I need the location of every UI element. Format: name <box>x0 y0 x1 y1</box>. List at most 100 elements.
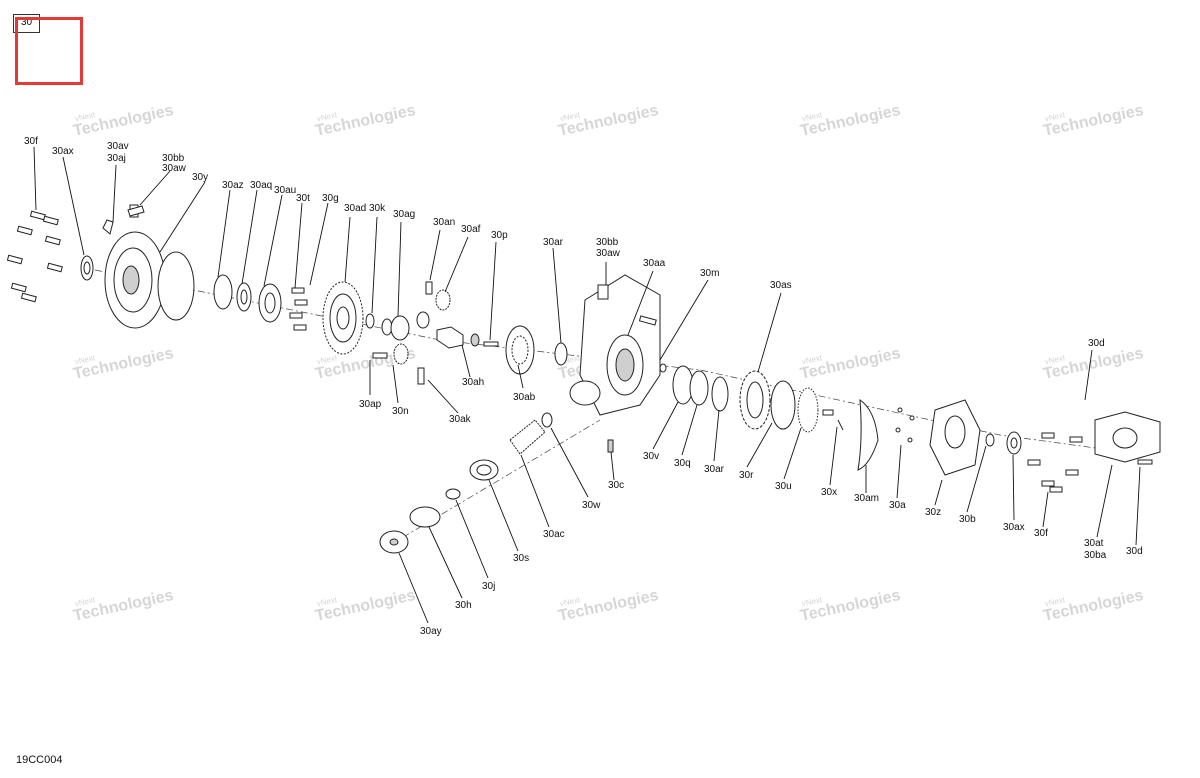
callout-30n[interactable]: 30n <box>392 406 409 417</box>
callout-30ab[interactable]: 30ab <box>513 392 536 403</box>
svg-text:vNext: vNext <box>316 595 339 608</box>
main-housing <box>569 274 661 453</box>
bolt-group-right <box>1027 432 1083 493</box>
callout-30bb-mid[interactable]: 30bb <box>596 237 619 248</box>
callout-30bb-left[interactable]: 30bb <box>162 153 185 164</box>
callout-30p[interactable]: 30p <box>491 230 508 241</box>
right-cover <box>929 399 1022 476</box>
callout-30w[interactable]: 30w <box>582 500 601 511</box>
callout-30av[interactable]: 30av <box>107 141 129 152</box>
callout-30r[interactable]: 30r <box>739 470 754 481</box>
callout-30ak[interactable]: 30ak <box>449 414 472 425</box>
callout-30ar-bottom[interactable]: 30ar <box>704 464 725 475</box>
callout-30aj[interactable]: 30aj <box>107 153 126 164</box>
pinion-shaft-assembly <box>379 412 553 554</box>
svg-text:vNext: vNext <box>559 110 582 123</box>
callout-30at[interactable]: 30at <box>1084 538 1104 549</box>
callout-30ax-left[interactable]: 30ax <box>52 146 74 157</box>
callout-30ag[interactable]: 30ag <box>393 209 415 220</box>
svg-text:vNext: vNext <box>316 353 339 366</box>
actuator <box>1094 411 1161 465</box>
callout-30c[interactable]: 30c <box>608 480 624 491</box>
callout-30ad[interactable]: 30ad <box>344 203 366 214</box>
callout-30ah[interactable]: 30ah <box>462 377 484 388</box>
callout-30k[interactable]: 30k <box>369 203 386 214</box>
svg-text:Technologies: Technologies <box>1042 102 1145 140</box>
callout-30az[interactable]: 30az <box>222 180 244 191</box>
callout-30a[interactable]: 30a <box>889 500 906 511</box>
svg-text:Technologies: Technologies <box>557 102 660 140</box>
callout-30aw-mid[interactable]: 30aw <box>596 248 621 259</box>
svg-text:Technologies: Technologies <box>1042 345 1145 383</box>
right-rings <box>659 363 915 471</box>
svg-text:Technologies: Technologies <box>72 587 175 625</box>
callout-30v[interactable]: 30v <box>643 451 659 462</box>
svg-text:vNext: vNext <box>1044 353 1067 366</box>
callout-30aw-left[interactable]: 30aw <box>162 163 187 174</box>
callout-30ba[interactable]: 30ba <box>1084 550 1107 561</box>
callout-30d-top[interactable]: 30d <box>1088 338 1105 349</box>
svg-text:vNext: vNext <box>801 110 824 123</box>
svg-text:Technologies: Technologies <box>72 345 175 383</box>
callout-30b[interactable]: 30b <box>959 514 976 525</box>
callout-30af[interactable]: 30af <box>461 224 481 235</box>
sheet-tag: 30 <box>13 14 40 33</box>
callout-30aq[interactable]: 30aq <box>250 180 272 191</box>
svg-text:Technologies: Technologies <box>1042 587 1145 625</box>
svg-text:vNext: vNext <box>1044 110 1067 123</box>
callout-30am[interactable]: 30am <box>854 493 879 504</box>
callout-30as[interactable]: 30as <box>770 280 792 291</box>
callout-30j[interactable]: 30j <box>482 581 495 592</box>
left-housing-cover <box>102 204 166 329</box>
callout-30an[interactable]: 30an <box>433 217 455 228</box>
bolt-group-30t <box>289 287 308 331</box>
callout-30ap[interactable]: 30ap <box>359 399 382 410</box>
ring-gear <box>322 281 364 355</box>
svg-text:vNext: vNext <box>316 110 339 123</box>
callout-30f-left[interactable]: 30f <box>24 136 38 147</box>
svg-text:vNext: vNext <box>801 353 824 366</box>
svg-text:Technologies: Technologies <box>314 587 417 625</box>
callout-30d-bottom[interactable]: 30d <box>1126 546 1143 557</box>
callout-labels: 30f 30ax 30av 30aj 30bb 30aw 30y 30az 30… <box>24 136 1143 637</box>
bolt-group-left <box>6 210 63 303</box>
callout-30f-right[interactable]: 30f <box>1034 528 1048 539</box>
svg-text:Technologies: Technologies <box>799 102 902 140</box>
callout-30ar-top[interactable]: 30ar <box>543 237 564 248</box>
svg-text:vNext: vNext <box>801 595 824 608</box>
callout-30s[interactable]: 30s <box>513 553 529 564</box>
callout-30u[interactable]: 30u <box>775 481 792 492</box>
callout-30au[interactable]: 30au <box>274 185 296 196</box>
svg-text:Technologies: Technologies <box>557 587 660 625</box>
callout-30x[interactable]: 30x <box>821 487 837 498</box>
leader-lines <box>33 146 1141 624</box>
parts-drawing <box>6 204 1161 554</box>
svg-text:vNext: vNext <box>1044 595 1067 608</box>
svg-text:vNext: vNext <box>559 595 582 608</box>
callout-30ax-right[interactable]: 30ax <box>1003 522 1025 533</box>
callout-30t[interactable]: 30t <box>296 193 310 204</box>
callout-30m[interactable]: 30m <box>700 268 719 279</box>
callout-30h[interactable]: 30h <box>455 600 472 611</box>
callout-30q[interactable]: 30q <box>674 458 691 469</box>
selection-box[interactable] <box>15 17 83 85</box>
svg-text:vNext: vNext <box>74 353 97 366</box>
svg-text:Technologies: Technologies <box>72 102 175 140</box>
svg-text:Technologies: Technologies <box>314 102 417 140</box>
callout-30ac[interactable]: 30ac <box>543 529 565 540</box>
callout-30z[interactable]: 30z <box>925 507 941 518</box>
callout-30g[interactable]: 30g <box>322 193 339 204</box>
callout-30aa[interactable]: 30aa <box>643 258 666 269</box>
callout-30y[interactable]: 30y <box>192 172 208 183</box>
callout-30ay[interactable]: 30ay <box>420 626 442 637</box>
